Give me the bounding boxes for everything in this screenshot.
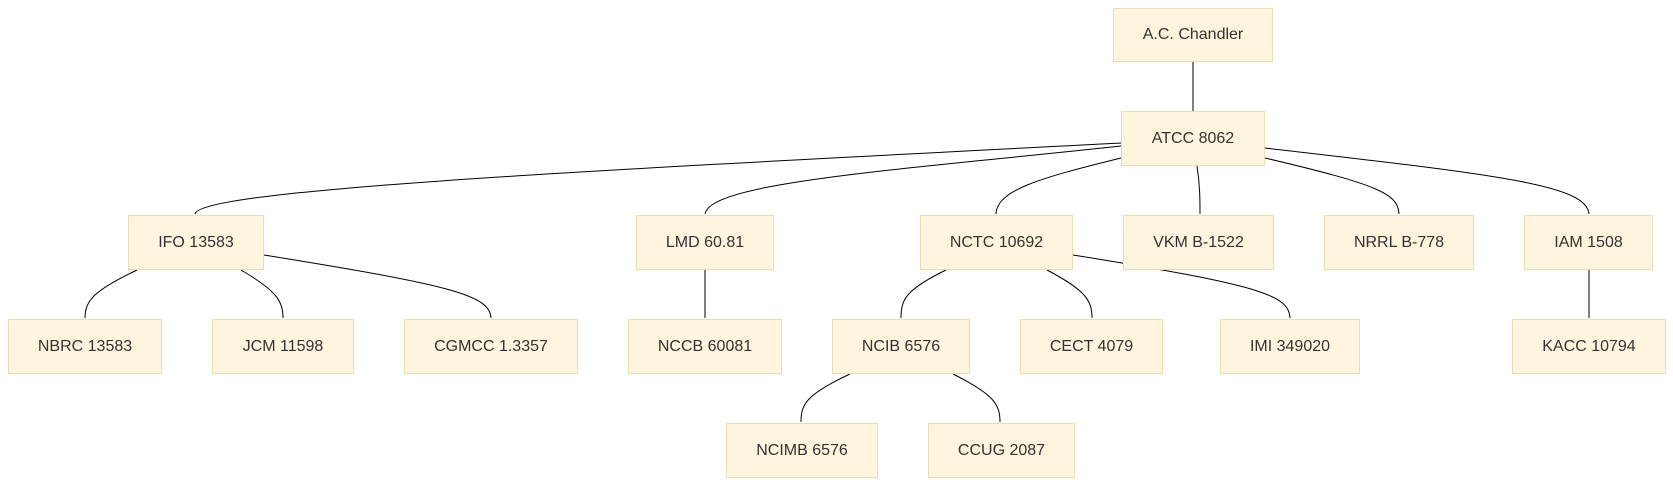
node-kacc-10794: KACC 10794 (1512, 319, 1666, 374)
atcc-8062-to-ifo-13583-edge (194, 142, 1122, 215)
node-label: KACC 10794 (1542, 337, 1636, 355)
ifo-13583-to-jcm-11598-edge (240, 269, 284, 319)
node-label: LMD 60.81 (665, 233, 745, 251)
node-label: NBRC 13583 (37, 337, 133, 355)
node-ncimb-6576: NCIMB 6576 (726, 423, 878, 478)
node-label: CECT 4079 (1049, 337, 1134, 355)
node-cect-4079: CECT 4079 (1020, 319, 1163, 374)
node-vkm-b-1522: VKM B-1522 (1123, 215, 1274, 270)
node-ac-chandler: A.C. Chandler (1113, 8, 1273, 62)
node-jcm-11598: JCM 11598 (212, 319, 354, 374)
node-nccb-60081: NCCB 60081 (628, 319, 782, 374)
node-label: NCIMB 6576 (756, 441, 848, 459)
node-label: IAM 1508 (1554, 233, 1623, 251)
node-cgmcc-1-3357: CGMCC 1.3357 (404, 319, 578, 374)
atcc-8062-to-vkm-b-1522-edge (1196, 165, 1201, 215)
node-label: IMI 349020 (1249, 337, 1331, 355)
node-label: NRRL B-778 (1353, 233, 1445, 251)
node-nrrl-b-778: NRRL B-778 (1324, 215, 1474, 270)
node-imi-349020: IMI 349020 (1220, 319, 1360, 374)
ifo-13583-to-nbrc-13583-edge (84, 269, 138, 319)
atcc-8062-to-nctc-10692-edge (995, 157, 1122, 215)
node-atcc-8062: ATCC 8062 (1121, 111, 1265, 166)
atcc-8062-to-lmd-60-81-edge (704, 145, 1122, 215)
node-label: IFO 13583 (158, 233, 234, 251)
nctc-10692-to-cect-4079-edge (1046, 269, 1093, 319)
node-lmd-60-81: LMD 60.81 (636, 215, 774, 270)
node-label: VKM B-1522 (1153, 233, 1244, 251)
node-label: NCIB 6576 (861, 337, 941, 355)
node-label: JCM 11598 (242, 337, 324, 355)
node-label: CCUG 2087 (957, 441, 1046, 459)
node-label: A.C. Chandler (1142, 26, 1244, 43)
atcc-8062-to-nrrl-b-778-edge (1264, 157, 1400, 215)
node-ifo-13583: IFO 13583 (128, 215, 264, 270)
nctc-10692-to-ncib-6576-edge (900, 269, 947, 319)
node-ncib-6576: NCIB 6576 (832, 319, 970, 374)
node-nbrc-13583: NBRC 13583 (8, 319, 162, 374)
node-label: CGMCC 1.3357 (434, 337, 548, 355)
ncib-6576-to-ncimb-6576-edge (800, 373, 851, 423)
atcc-8062-to-iam-1508-edge (1264, 147, 1590, 215)
ifo-13583-to-cgmcc-1-3357-edge (263, 254, 492, 319)
node-label: ATCC 8062 (1151, 129, 1235, 147)
node-iam-1508: IAM 1508 (1524, 215, 1653, 270)
node-nctc-10692: NCTC 10692 (920, 215, 1073, 270)
node-label: NCCB 60081 (657, 337, 753, 355)
node-label: NCTC 10692 (949, 233, 1044, 251)
ncib-6576-to-ccug-2087-edge (952, 373, 1001, 423)
node-ccug-2087: CCUG 2087 (928, 423, 1075, 478)
